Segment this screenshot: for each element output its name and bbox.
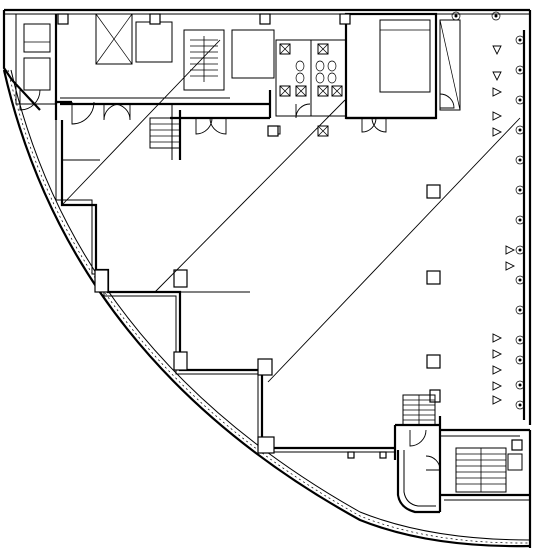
- curved-facade: [2, 69, 531, 548]
- perimeter-diamonds: [451, 11, 525, 410]
- column: [173, 351, 188, 371]
- building-frame: [2, 8, 532, 548]
- column: [257, 436, 275, 454]
- diagonal-lines: [61, 39, 521, 383]
- column: [257, 358, 273, 376]
- column: [94, 269, 109, 293]
- column: [173, 269, 188, 288]
- doors: [19, 89, 455, 135]
- column: [426, 270, 441, 285]
- restrooms: [271, 39, 347, 137]
- core-left: [15, 13, 275, 160]
- structural-columns: [94, 184, 441, 454]
- column: [426, 184, 441, 199]
- core-bottom-right: [393, 394, 530, 514]
- service-rooms: [57, 12, 461, 137]
- column: [426, 354, 441, 369]
- perimeter-triangles: [492, 45, 516, 405]
- interior-features: [62, 159, 387, 459]
